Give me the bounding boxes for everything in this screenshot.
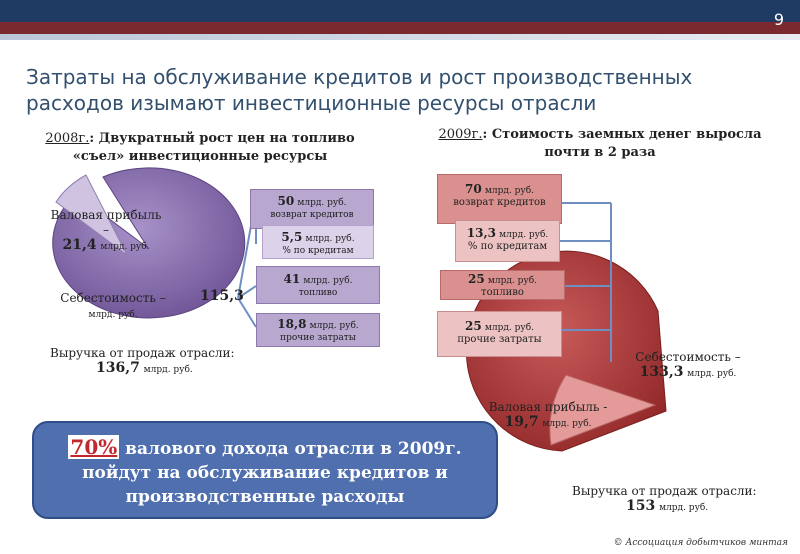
left-cost-label: Себестоимость – млрд. руб.: [38, 291, 188, 323]
left-box-fuel-value: 41: [283, 272, 301, 286]
right-revenue-label: Выручка от продаж отрасли: 153 млрд. руб…: [572, 484, 782, 516]
left-cost-unit: млрд. руб.: [88, 310, 138, 320]
right-box-interest-text: % по кредитам: [467, 241, 548, 252]
right-revenue-caption: Выручка от продаж отрасли:: [572, 484, 757, 498]
right-box-other-value: 25: [465, 319, 482, 333]
left-box-loan-value: 50: [277, 194, 295, 208]
left-revenue-caption: Выручка от продаж отрасли:: [50, 346, 235, 360]
callout-line1: валового дохода отрасли в 2009г.: [119, 439, 462, 459]
left-revenue-label: Выручка от продаж отрасли: 136,7 млрд. р…: [50, 346, 260, 378]
left-box-loan-repayment: 50 млрд. руб. возврат кредитов: [250, 189, 374, 229]
left-gross-profit-value: 21,4: [62, 237, 97, 253]
right-cost-unit: млрд. руб.: [687, 369, 737, 379]
header-bar: [0, 0, 800, 22]
right-box-interest-unit: млрд. руб.: [499, 230, 549, 240]
left-cost-value-text: 115,3: [200, 288, 244, 304]
right-heading: 2009г.: Стоимость заемных денег выросла …: [430, 126, 770, 162]
slide-title: Затраты на обслуживание кредитов и рост …: [26, 65, 693, 115]
header-accent-bar: [0, 22, 800, 34]
right-box-loan-unit: млрд. руб.: [484, 186, 534, 196]
right-cost-label: Себестоимость – 133,3 млрд. руб.: [618, 350, 758, 382]
left-gross-profit-label: Валовая прибыль – 21,4 млрд. руб.: [46, 208, 166, 255]
right-box-other-text: прочие затраты: [457, 334, 542, 345]
right-gross-profit-unit: млрд. руб.: [542, 419, 592, 429]
footer-copyright: © Ассоциация добытчиков минтая: [613, 538, 788, 548]
left-box-interest-value: 5,5: [281, 230, 303, 244]
left-cost-caption: Себестоимость –: [60, 291, 166, 305]
left-gross-profit-unit: млрд. руб.: [100, 242, 150, 252]
left-box-other-text: прочие затраты: [280, 333, 356, 343]
left-pie-cost-slice: [52, 167, 246, 319]
right-box-fuel-value: 25: [468, 272, 485, 286]
right-box-loan-value: 70: [465, 182, 482, 196]
left-revenue-unit: млрд. руб.: [143, 365, 193, 375]
right-box-fuel-unit: млрд. руб.: [487, 276, 537, 286]
right-year: 2009г.: [438, 127, 483, 142]
right-connectors: [560, 202, 612, 362]
left-revenue-value: 136,7: [96, 360, 140, 376]
right-box-other-unit: млрд. руб.: [484, 323, 534, 333]
left-box-loan-unit: млрд. руб.: [297, 198, 347, 208]
right-gross-profit-caption: Валовая прибыль -: [488, 400, 608, 414]
left-box-fuel: 41 млрд. руб. топливо: [256, 266, 380, 304]
right-box-fuel-text: топливо: [481, 287, 524, 298]
conclusion-callout: 70% валового дохода отрасли в 2009г. пой…: [32, 421, 498, 519]
page-number: 9: [773, 10, 784, 29]
right-box-interest: 13,3 млрд. руб. % по кредитам: [455, 220, 560, 262]
right-pie-profit-slice: [549, 374, 657, 446]
right-box-other: 25 млрд. руб. прочие затраты: [437, 311, 562, 357]
left-box-other-unit: млрд. руб.: [309, 321, 359, 331]
callout-line2: пойдут на обслуживание кредитов и: [82, 463, 448, 483]
right-box-interest-value: 13,3: [466, 226, 496, 240]
left-box-fuel-text: топливо: [298, 288, 338, 298]
left-heading: 2008г.: Двукратный рост цен на топливо «…: [30, 130, 370, 166]
right-gross-profit-value: 19,7: [504, 414, 539, 430]
left-pie-profit-slice: [55, 174, 128, 256]
left-box-interest-unit: млрд. руб.: [305, 234, 355, 244]
left-heading-text: : Двукратный рост цен на топливо «съел» …: [72, 131, 355, 164]
left-cost-value: 115,3: [200, 289, 244, 304]
right-revenue-unit: млрд. руб.: [659, 503, 709, 513]
right-cost-caption: Себестоимость –: [635, 350, 741, 364]
header-gradient-bar: [0, 34, 800, 40]
right-gross-profit-label: Валовая прибыль - 19,7 млрд. руб.: [478, 400, 618, 432]
right-revenue-value: 153: [626, 498, 656, 514]
left-box-interest-text: % по кредитам: [282, 246, 354, 256]
left-box-other: 18,8 млрд. руб. прочие затраты: [256, 313, 380, 347]
left-box-loan-text: возврат кредитов: [270, 210, 354, 220]
callout-percent: 70%: [68, 435, 120, 459]
right-box-fuel: 25 млрд. руб. топливо: [440, 270, 565, 300]
right-box-loan-text: возврат кредитов: [453, 197, 546, 208]
right-cost-value: 133,3: [639, 364, 684, 380]
left-box-other-value: 18,8: [277, 317, 307, 331]
left-gross-profit-caption: Валовая прибыль –: [50, 208, 162, 237]
left-year: 2008г.: [45, 131, 90, 146]
right-box-loan-repayment: 70 млрд. руб. возврат кредитов: [437, 174, 562, 224]
left-box-interest: 5,5 млрд. руб. % по кредитам: [262, 225, 374, 259]
right-heading-text: : Стоимость заемных денег выросла почти …: [482, 127, 762, 160]
callout-line3: производственные расходы: [125, 487, 405, 507]
left-box-fuel-unit: млрд. руб.: [303, 276, 353, 286]
